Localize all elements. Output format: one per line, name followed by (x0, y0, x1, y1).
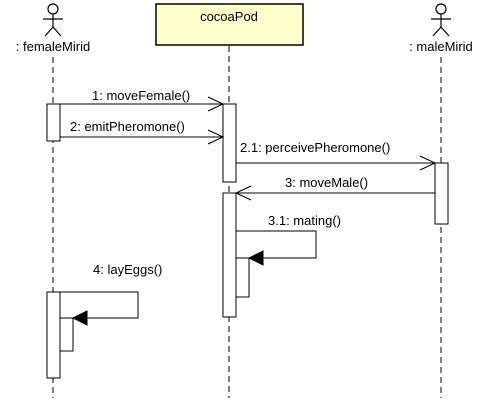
activation-female-mirid-1 (46, 103, 61, 142)
actor-female-mirid-icon (43, 3, 63, 37)
activation-female-mirid-nested (59, 317, 74, 352)
actor-label-male-mirid: : maleMirid (409, 39, 473, 54)
message-label-perceive-pheromone: 2.1: perceivePheromone() (240, 140, 390, 155)
actor-male-mirid-icon (431, 3, 451, 37)
message-move-female (60, 96, 225, 112)
filled-triangle-arrowhead-icon (71, 310, 88, 326)
message-lay-eggs-self-call (60, 291, 139, 326)
open-arrowhead-icon (207, 96, 225, 112)
message-perceive-pheromone (236, 155, 437, 171)
actor-label-female-mirid: : femaleMirid (16, 39, 90, 54)
activation-female-mirid-2 (46, 291, 61, 379)
activation-cocoa-pod-1 (222, 103, 237, 183)
message-label-move-female: 1: moveFemale() (92, 88, 190, 103)
activation-cocoa-pod-2 (222, 192, 237, 318)
activation-cocoa-pod-nested (235, 257, 250, 298)
message-move-male (234, 185, 435, 201)
message-label-move-male: 3: moveMale() (285, 175, 368, 190)
open-arrowhead-icon (419, 155, 437, 171)
message-mating-self-call (236, 230, 317, 266)
message-label-emit-pheromone: 2: emitPheromone() (70, 119, 185, 134)
object-label-cocoa-pod: cocoaPod (200, 9, 258, 24)
activation-male-mirid-1 (434, 162, 449, 225)
filled-triangle-arrowhead-icon (247, 250, 264, 266)
message-label-lay-eggs: 4: layEggs() (93, 262, 162, 277)
open-arrowhead-icon (234, 185, 252, 201)
message-label-mating: 3.1: mating() (268, 213, 341, 228)
object-box-cocoa-pod (155, 3, 304, 46)
message-emit-pheromone (60, 129, 225, 145)
open-arrowhead-icon (207, 129, 225, 145)
